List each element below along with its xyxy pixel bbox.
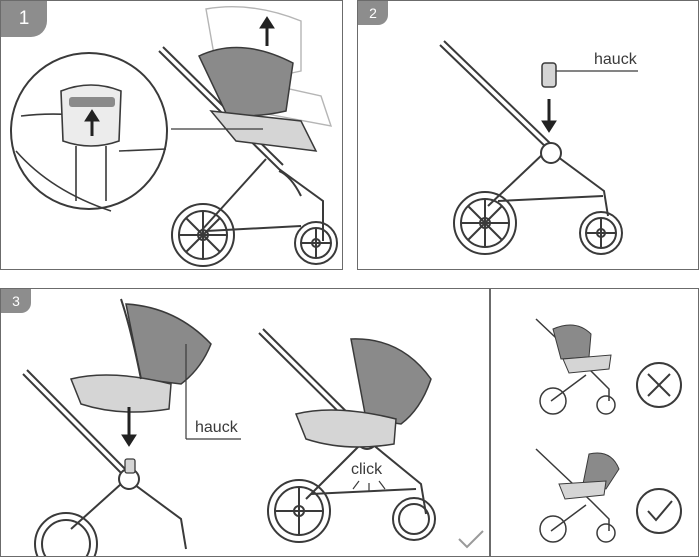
car-seat-canopy [350,338,432,425]
step-2-illustration [439,40,638,255]
rear-wheel [453,191,517,255]
click-label: click [351,461,383,478]
down-arrow-icon [121,407,137,447]
checkmark-icon [458,530,484,549]
rear-wheel [34,512,98,556]
adapter [541,62,557,88]
orientation-illustration [535,318,682,543]
step-1-panel: 1 [0,0,343,270]
down-arrow-icon [541,99,557,133]
lift-arrow-icon [259,16,275,46]
zoom-detail [10,52,168,212]
brand-label: hauck [594,51,637,68]
front-wheel [579,211,623,255]
front-wheel [392,497,436,541]
step-2-badge: 2 [358,1,388,25]
x-circle-icon [636,362,682,408]
step-3-illustration [22,298,484,556]
step-3-panel: 3 hauck click [0,288,490,557]
step-2-panel: 2 hauck [357,0,699,270]
step-3-badge: 3 [1,289,31,313]
check-circle-icon [636,488,682,534]
rear-wheel [267,479,331,543]
rear-wheel [171,203,235,267]
up-arrow-icon [84,109,100,136]
click-burst-icon [352,480,386,492]
step-1-illustration [10,6,338,267]
step-1-badge: 1 [1,1,47,37]
front-wheel [294,221,338,265]
orientation-panel [490,288,699,557]
brand-label: hauck [195,419,238,436]
